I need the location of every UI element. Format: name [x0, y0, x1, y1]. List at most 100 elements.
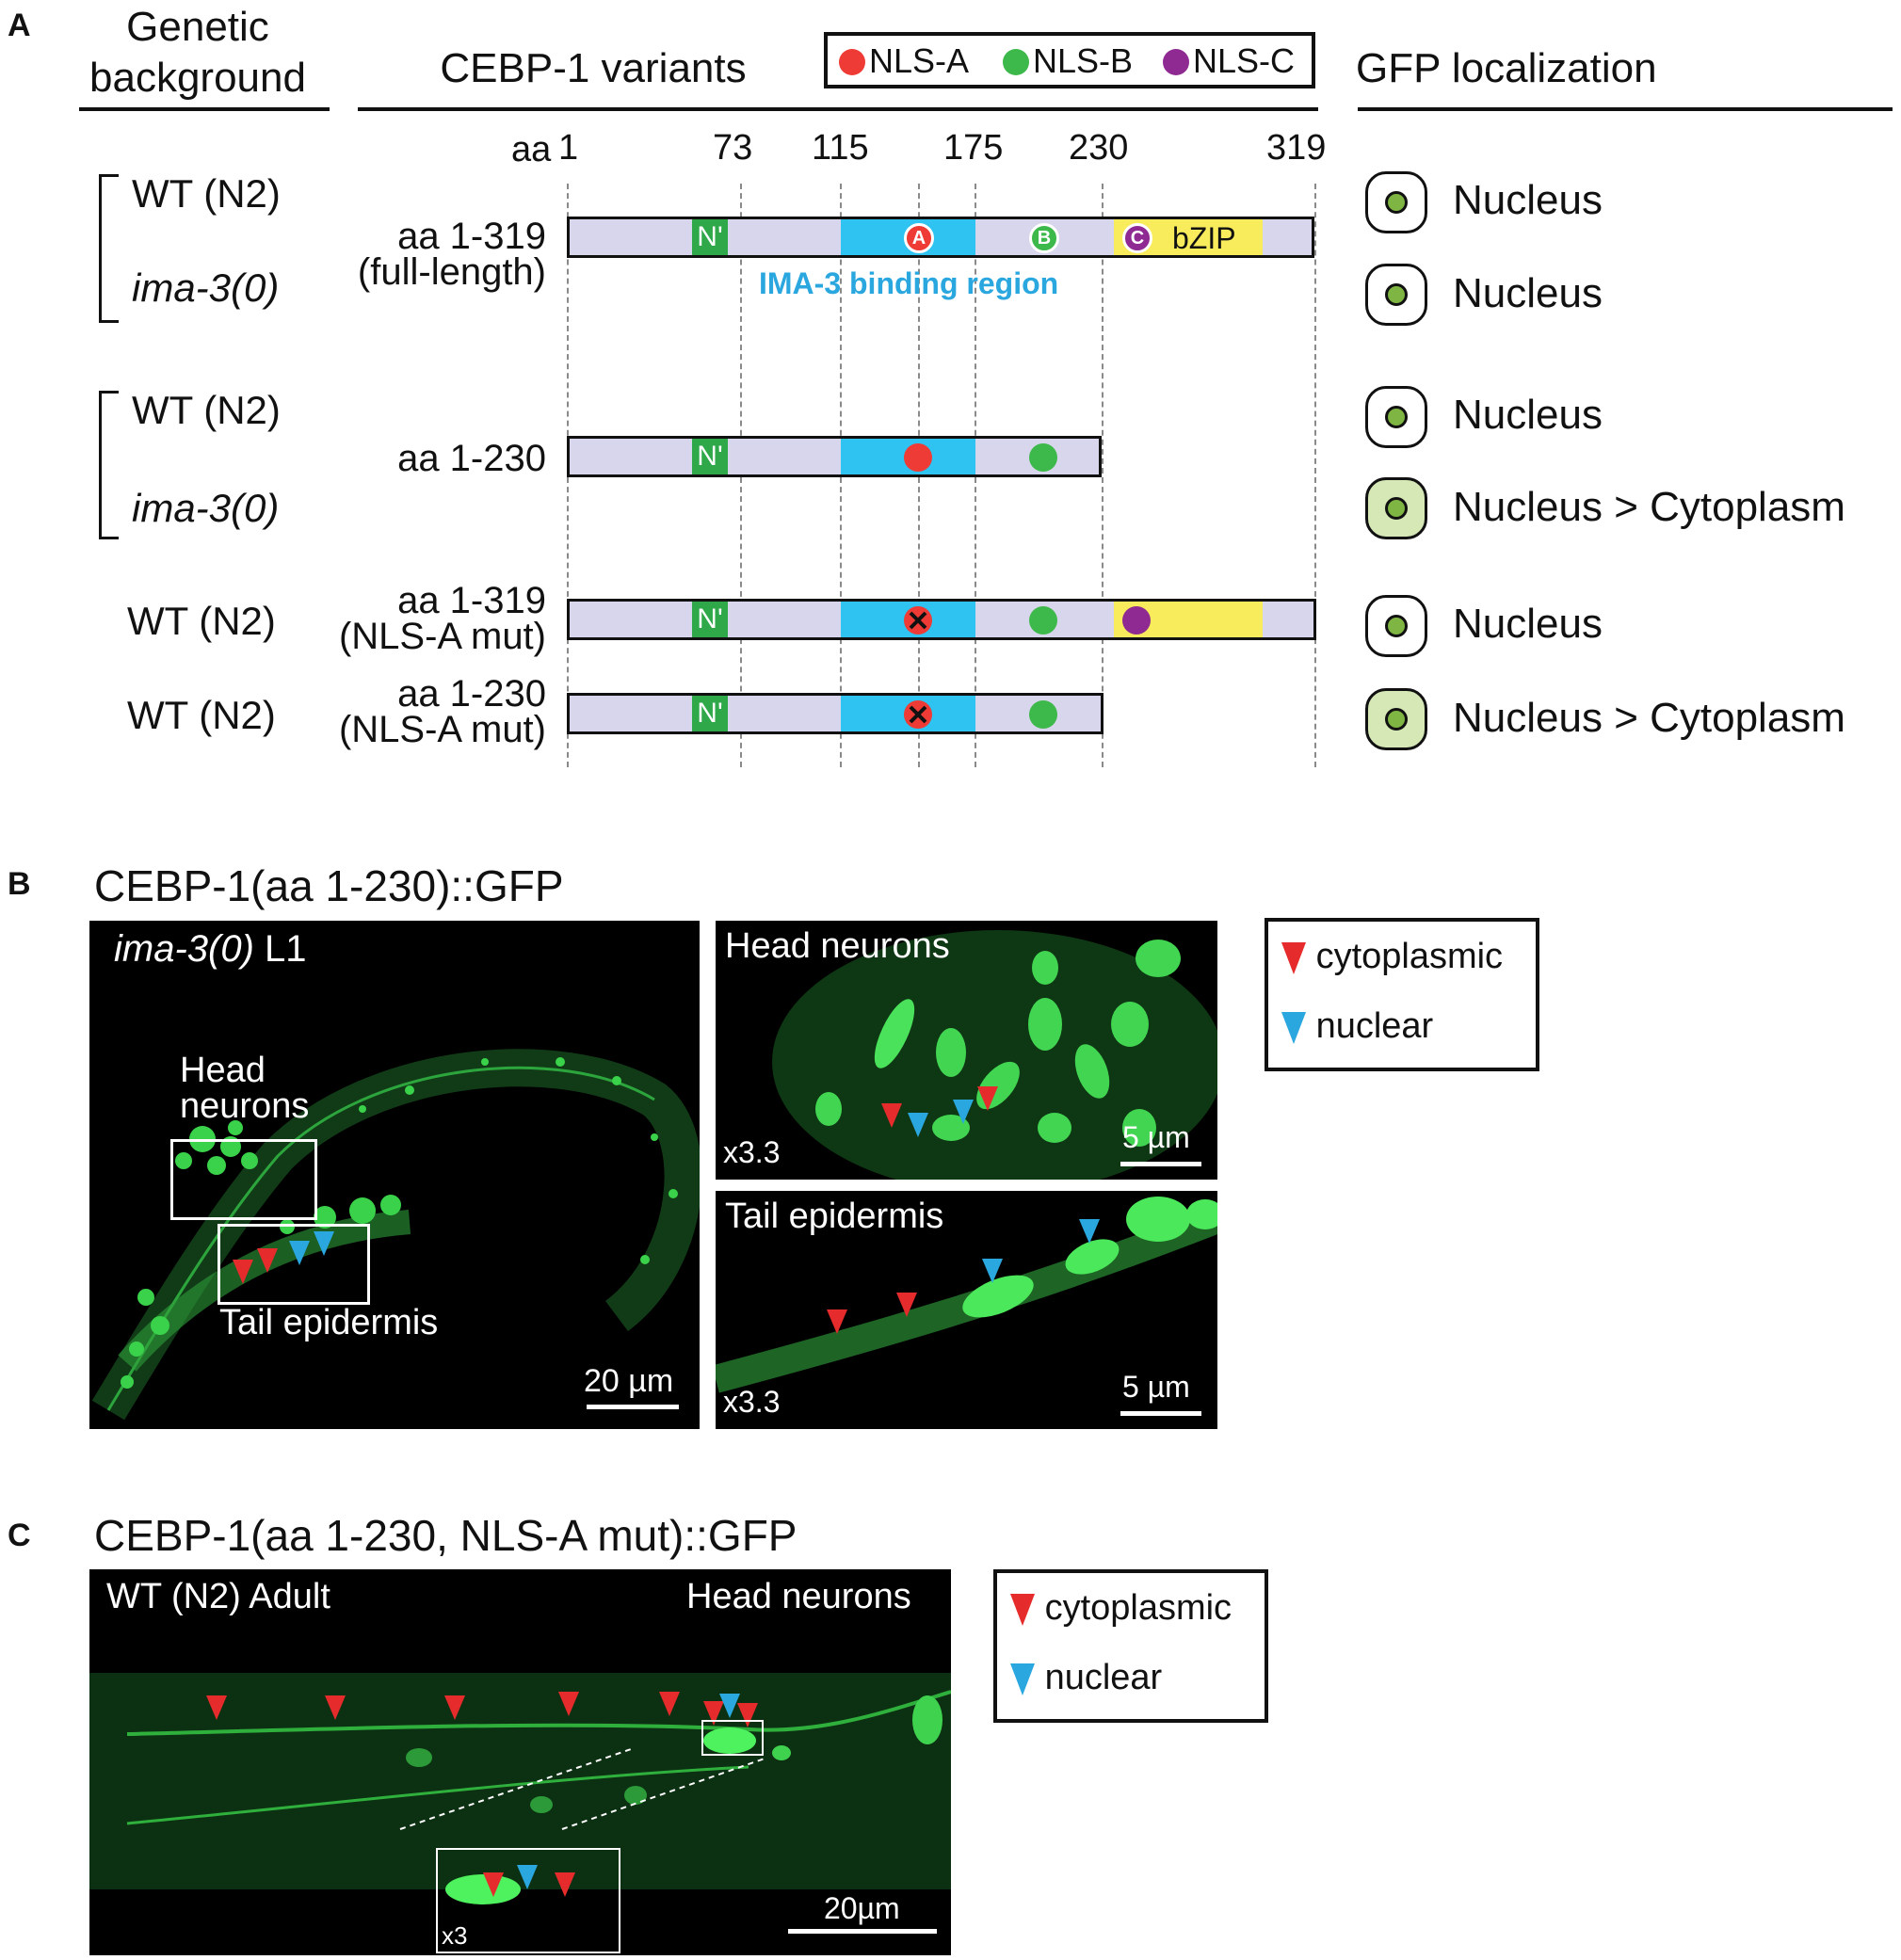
position-aa-prefix: aa — [511, 130, 552, 169]
nuclear-arrow — [908, 1113, 928, 1137]
bracket-row2 — [99, 391, 119, 539]
cytoplasmic-arrow — [703, 1701, 724, 1726]
inset-head-scalebar-label: 5 µm — [1122, 1120, 1190, 1154]
nls-c-dot: C — [1122, 223, 1152, 253]
nuclear-arrow — [314, 1231, 334, 1256]
cytoplasmic-arrow — [977, 1086, 998, 1111]
tail-roi-box — [217, 1224, 370, 1305]
panel-b-letter: B — [8, 866, 31, 902]
inset-tail-zoom: x3.3 — [723, 1385, 781, 1419]
row3-variant-line2: (NLS-A mut) — [338, 616, 546, 657]
row3-bg: WT (N2) — [127, 599, 276, 643]
panel-c-arrow-legend: cytoplasmic nuclear — [993, 1569, 1268, 1723]
nls-b-legend-dot — [1003, 49, 1029, 75]
header-variants: CEBP-1 variants — [440, 45, 747, 91]
tail-epidermis-label: Tail epidermis — [219, 1303, 439, 1342]
row1-bg-ima3: ima-3(0) — [132, 265, 280, 310]
adult-scalebar-label: 20µm — [824, 1891, 900, 1925]
inset-head-scalebar — [1120, 1162, 1201, 1166]
cytoplasmic-arrow — [896, 1293, 917, 1317]
cytoplasmic-arrow — [233, 1260, 253, 1284]
cell-icon-cytoplasm — [1365, 477, 1427, 539]
nls-b-legend-label: NLS-B — [1033, 41, 1134, 80]
nuclear-arrow — [517, 1865, 538, 1889]
cell-icon-nucleus — [1365, 264, 1427, 326]
cytoplasmic-arrow — [555, 1872, 575, 1897]
position-230: 230 — [1069, 128, 1129, 168]
cell-icon-nucleus — [1365, 171, 1427, 233]
row1-loc-wt: Nucleus — [1453, 177, 1603, 223]
legend-nuclear: nuclear — [1010, 1658, 1162, 1698]
adult-right-label: Head neurons — [686, 1577, 911, 1616]
bar-1-230: N' — [567, 436, 1102, 477]
tail-epidermis-illustration — [716, 1197, 1217, 1393]
bracket-row1 — [99, 174, 119, 323]
scalebar-20um — [587, 1405, 679, 1409]
nls-a-mutated-dot — [904, 700, 932, 729]
blue-arrow-icon — [1281, 1011, 1306, 1044]
legend-nuclear: nuclear — [1281, 1006, 1433, 1047]
cytoplasmic-arrow — [444, 1695, 465, 1720]
cytoplasmic-arrow — [881, 1103, 902, 1128]
nuclear-arrow — [719, 1694, 740, 1718]
row4-variant-line2: (NLS-A mut) — [338, 709, 546, 750]
nls-a-legend-dot — [839, 49, 865, 75]
cytoplasmic-arrow — [206, 1695, 227, 1720]
inset-head-zoom: x3.3 — [723, 1135, 781, 1169]
adult-scalebar — [788, 1929, 937, 1934]
inset-head-neurons: Head neurons x3.3 5 µm — [716, 921, 1217, 1180]
position-115: 115 — [812, 128, 869, 168]
adult-head-illustration — [89, 1673, 951, 1904]
row2-loc-wt: Nucleus — [1453, 392, 1603, 438]
legend-cytoplasmic: cytoplasmic — [1010, 1588, 1232, 1629]
x-mark-icon — [909, 611, 927, 630]
panel-c-letter: C — [8, 1518, 31, 1553]
row3-variant-line1: aa 1-319 — [397, 580, 546, 621]
inset-head-title: Head neurons — [725, 926, 950, 966]
bar-full-length-nlsa-mut: N' — [567, 599, 1316, 640]
row2-bg-wt: WT (N2) — [132, 388, 281, 432]
nls-c-legend-label: NLS-C — [1193, 41, 1296, 80]
bzip-label: bZIP — [1172, 221, 1236, 255]
panel-b-arrow-legend: cytoplasmic nuclear — [1265, 918, 1539, 1071]
adult-left-label: WT (N2) Adult — [106, 1577, 330, 1616]
row4-loc: Nucleus > Cytoplasm — [1453, 695, 1845, 741]
l1-genotype-label: ima-3(0) L1 — [114, 928, 307, 970]
cytoplasmic-arrow — [483, 1872, 504, 1897]
scalebar-20um-label: 20 µm — [584, 1363, 674, 1399]
row4-bg: WT (N2) — [127, 693, 276, 737]
row3-variant-label: aa 1-319 (NLS-A mut) — [311, 580, 546, 657]
nls-b-dot: B — [1029, 223, 1059, 253]
row2-loc-ima3: Nucleus > Cytoplasm — [1453, 484, 1845, 530]
panel-c-title: CEBP-1(aa 1-230, NLS-A mut)::GFP — [94, 1511, 797, 1560]
rule-variants — [358, 107, 1318, 111]
nls-a-dot — [904, 443, 932, 472]
zoom-inset-box: x3 — [436, 1848, 620, 1953]
nls-a-legend-label: NLS-A — [869, 41, 970, 80]
bar-full-length: N' bZIP A B C — [567, 217, 1314, 258]
row4-variant-label: aa 1-230 (NLS-A mut) — [311, 673, 546, 750]
position-319: 319 — [1266, 128, 1327, 168]
inset-tail-epidermis: Tail epidermis x3.3 5 µm — [716, 1191, 1217, 1429]
blue-arrow-icon — [1010, 1663, 1035, 1695]
position-73: 73 — [713, 128, 753, 168]
cytoplasmic-arrow — [257, 1248, 278, 1273]
row1-variant-line2: (full-length) — [357, 251, 546, 293]
x-mark-icon — [909, 705, 927, 724]
red-arrow-icon — [1281, 941, 1306, 974]
cell-icon-cytoplasm — [1365, 688, 1427, 750]
nls-legend: NLS-A NLS-B NLS-C — [824, 32, 1315, 88]
nuclear-arrow — [953, 1100, 974, 1124]
nls-b-dot — [1029, 700, 1057, 729]
nuclear-arrow — [289, 1241, 310, 1265]
cytoplasmic-arrow — [827, 1309, 847, 1334]
row4-variant-line1: aa 1-230 — [397, 673, 546, 715]
zoom-inset-label: x3 — [442, 1921, 468, 1950]
nterm-domain: N' — [692, 439, 728, 474]
cytoplasmic-arrow — [659, 1692, 680, 1716]
nls-a-dot: A — [904, 223, 934, 253]
nterm-domain: N' — [692, 696, 728, 731]
row1-bg-wt: WT (N2) — [132, 171, 281, 216]
row2-variant-label: aa 1-230 — [397, 438, 546, 479]
legend-cytoplasmic: cytoplasmic — [1281, 937, 1503, 977]
